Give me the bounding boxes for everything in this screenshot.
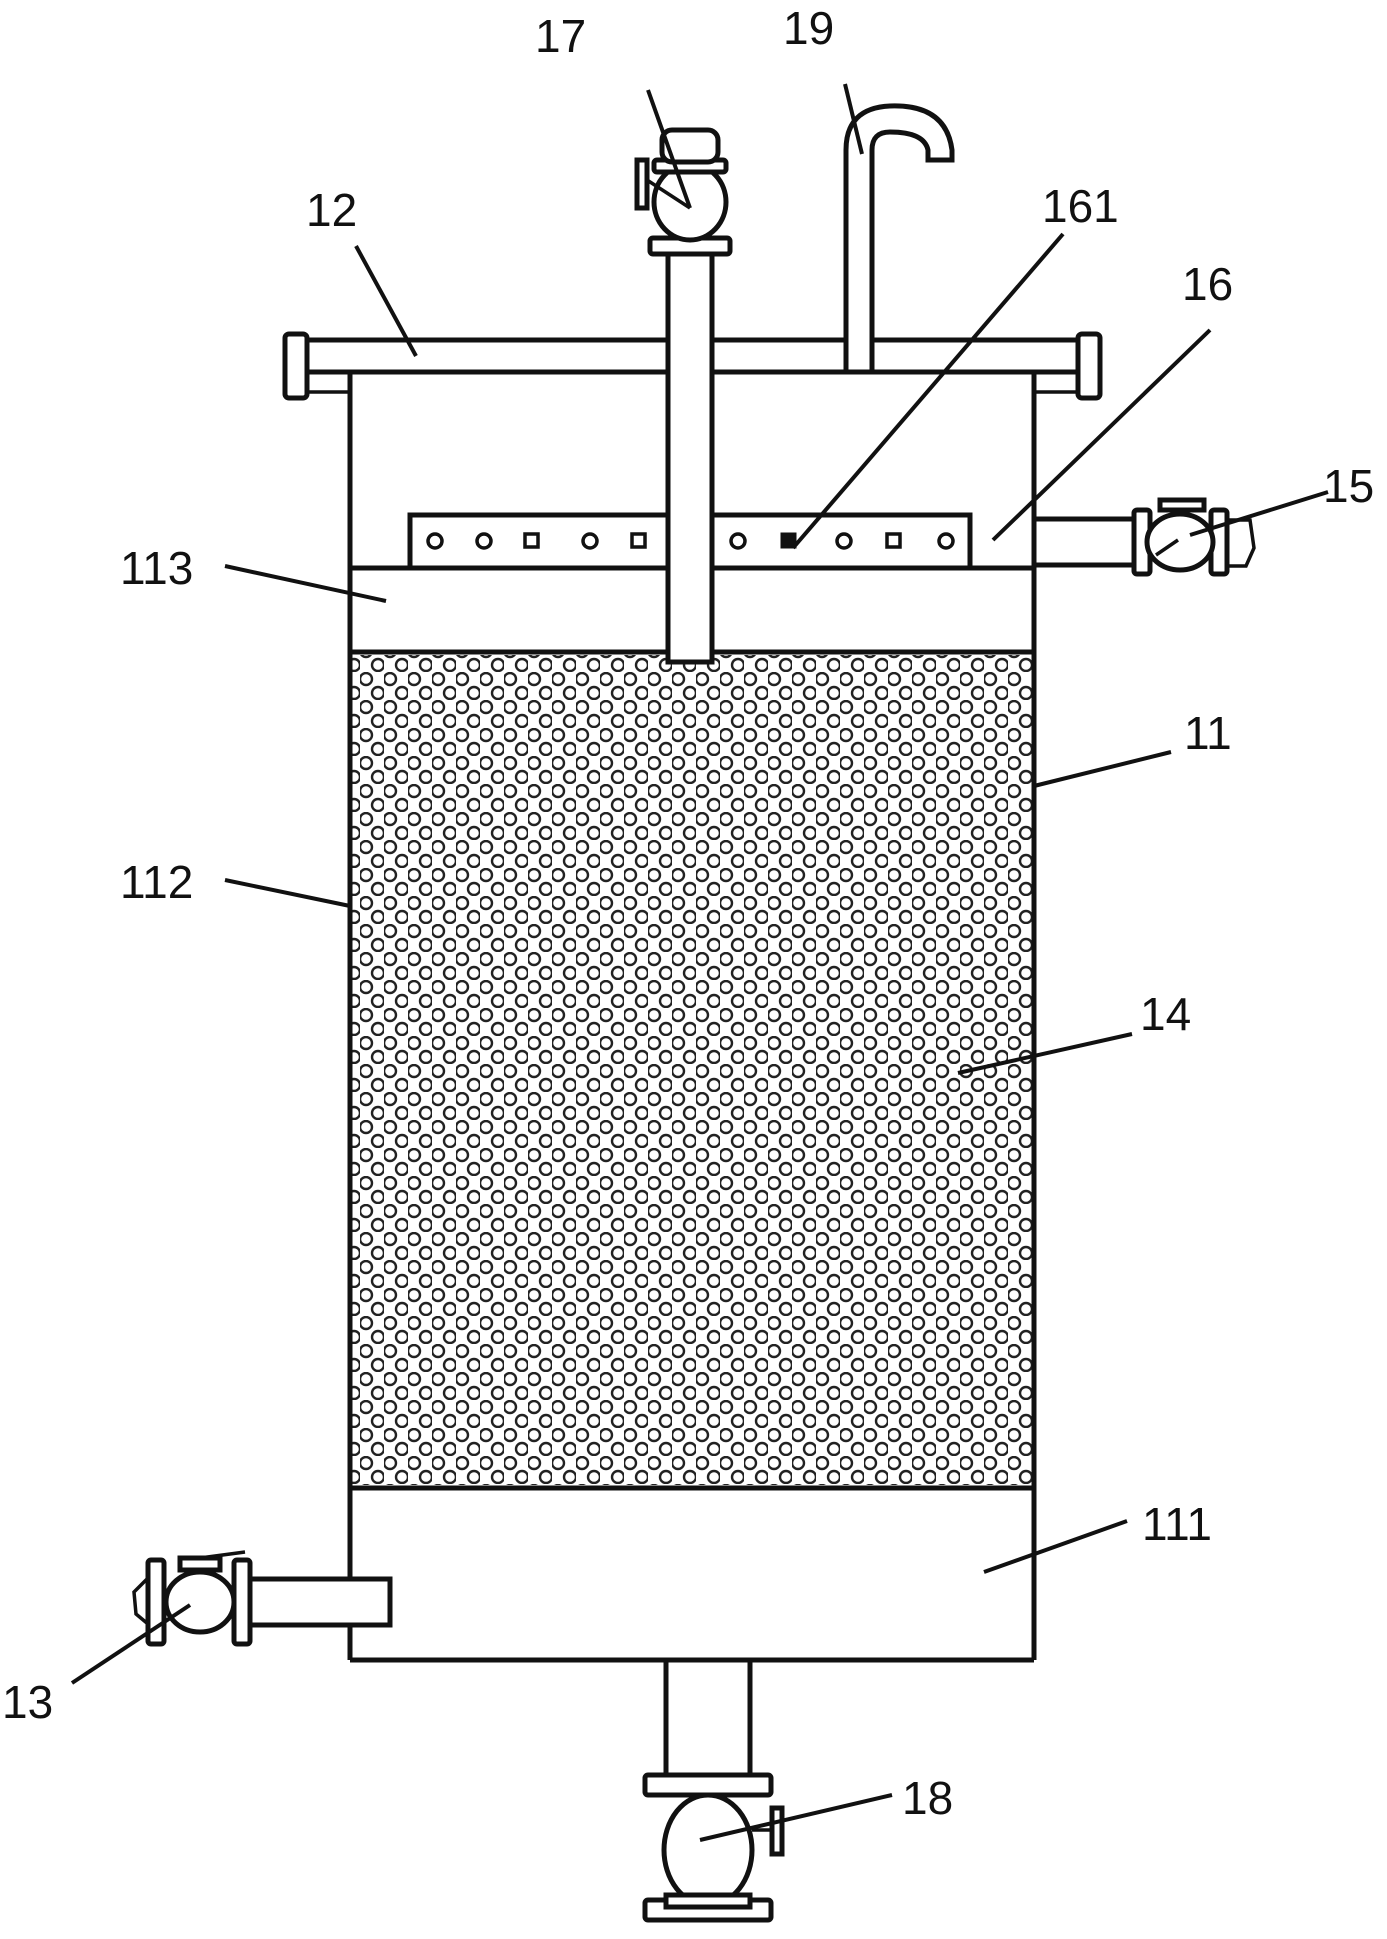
filter-media bbox=[352, 655, 1032, 1485]
pipe-hole bbox=[523, 532, 540, 549]
leader-lines bbox=[70, 83, 1329, 1842]
label-19: 19 bbox=[783, 2, 834, 54]
inlet-valve bbox=[132, 1550, 253, 1647]
drain-valve bbox=[642, 1772, 785, 1923]
outlet-valve bbox=[1131, 497, 1256, 577]
label-13: 13 bbox=[2, 1676, 53, 1728]
label-111: 111 bbox=[1142, 1498, 1212, 1550]
pipe-hole bbox=[426, 532, 444, 550]
drain-pipe bbox=[663, 1657, 753, 1778]
pipe-hole bbox=[937, 532, 955, 550]
central-pipe bbox=[647, 235, 733, 665]
label-112: 112 bbox=[120, 856, 193, 908]
pipe-hole bbox=[581, 532, 599, 550]
inlet-pipe bbox=[247, 1576, 393, 1628]
label-15: 15 bbox=[1323, 460, 1374, 512]
label-18: 18 bbox=[902, 1772, 953, 1824]
pipe-hole bbox=[729, 532, 747, 550]
label-11: 11 bbox=[1184, 707, 1232, 759]
label-113: 113 bbox=[120, 542, 193, 594]
pipe-hole bbox=[780, 532, 797, 549]
label-161: 161 bbox=[1042, 180, 1119, 232]
label-16: 16 bbox=[1182, 258, 1233, 310]
outlet-pipe bbox=[1031, 516, 1137, 568]
pipe-hole bbox=[475, 532, 493, 550]
pipe-hole bbox=[835, 532, 853, 550]
pipe-hole bbox=[630, 532, 647, 549]
pipe-hole bbox=[885, 532, 902, 549]
top-valve bbox=[634, 127, 729, 243]
label-12: 12 bbox=[306, 184, 357, 236]
label-17: 17 bbox=[535, 10, 586, 62]
label-14: 14 bbox=[1140, 988, 1191, 1040]
